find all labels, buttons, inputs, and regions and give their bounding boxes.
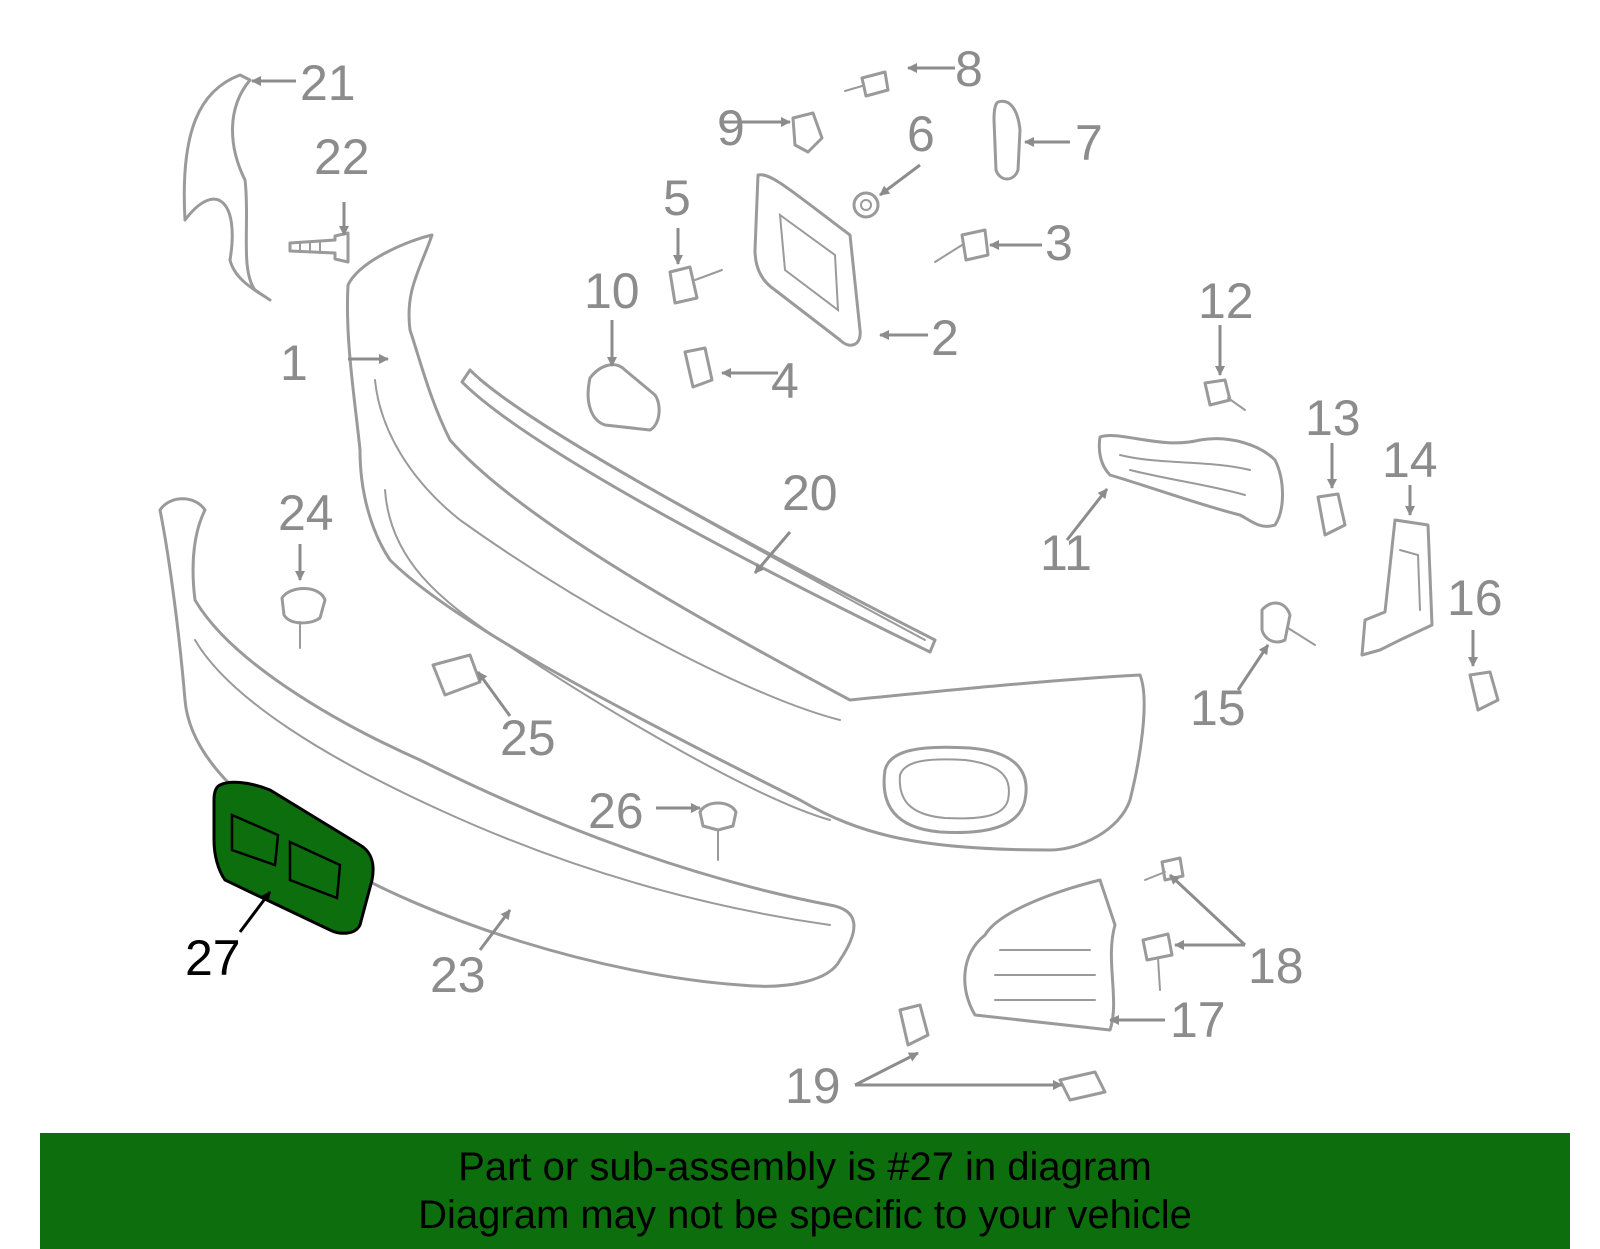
callout-17: 17 [1170, 992, 1226, 1048]
callout-11: 11 [1040, 525, 1092, 581]
callout-10: 10 [584, 263, 640, 319]
callout-14: 14 [1382, 432, 1438, 488]
fasteners [280, 70, 1500, 1102]
banner-line-2: Diagram may not be specific to your vehi… [418, 1193, 1192, 1237]
callout-15: 15 [1190, 680, 1246, 736]
part-21-liner-trim [182, 73, 272, 302]
callout-5: 5 [663, 170, 691, 226]
callout-27: 27 [185, 930, 241, 986]
callout-25: 25 [500, 710, 556, 766]
callout-22: 22 [314, 129, 370, 185]
banner-line-1: Part or sub-assembly is #27 in diagram [458, 1145, 1152, 1189]
callout-13: 13 [1305, 390, 1361, 446]
callout-16: 16 [1447, 570, 1503, 626]
callout-12: 12 [1198, 273, 1254, 329]
part-27-highlighted-bracket [212, 780, 375, 935]
callout-20: 20 [782, 465, 838, 521]
callout-2: 2 [931, 310, 959, 366]
callout-18: 18 [1248, 938, 1304, 994]
part-2-plate-bracket [753, 173, 862, 347]
info-banner: Part or sub-assembly is #27 in diagram D… [40, 1133, 1570, 1249]
part-22-push-pin [288, 231, 350, 264]
callout-19: 19 [785, 1058, 841, 1114]
part-11-bracket [1097, 434, 1284, 528]
callout-24: 24 [278, 485, 334, 541]
callout-7: 7 [1075, 115, 1103, 171]
part-1-bumper-face-bar [345, 233, 1146, 852]
callout-1: 1 [280, 335, 308, 391]
callout-4: 4 [771, 353, 799, 409]
part-10-isolator [586, 363, 661, 432]
part-20-grille-strip [460, 368, 937, 654]
callout-8: 8 [955, 41, 983, 97]
callout-labels: 21 22 8 9 6 7 3 5 10 4 2 12 11 13 14 16 … [185, 41, 1503, 1114]
exploded-parts-diagram: 21 22 8 9 6 7 3 5 10 4 2 12 11 13 14 16 … [158, 41, 1503, 1114]
part-17-fog-bezel [963, 878, 1117, 1032]
leader-lines [238, 63, 1478, 1090]
part-14-side-bracket [1360, 518, 1434, 657]
part-23-lower-valance [158, 497, 856, 988]
callout-9: 9 [717, 100, 745, 156]
callout-26: 26 [588, 783, 644, 839]
callout-6: 6 [907, 106, 935, 162]
callout-21: 21 [300, 55, 356, 111]
callout-3: 3 [1045, 215, 1073, 271]
callout-23: 23 [430, 947, 486, 1003]
